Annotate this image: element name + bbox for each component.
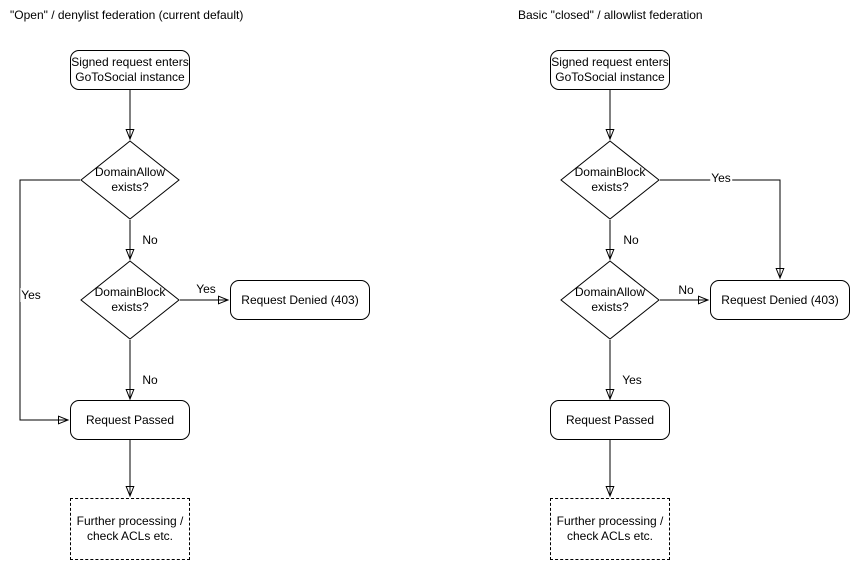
node-left-start: Signed request enters GoToSocial instanc… <box>70 50 190 90</box>
decision-label: DomainBlock exists? <box>94 285 166 314</box>
edge-left-domainallow-yes-to-passed <box>19 179 80 425</box>
node-left-request-denied: Request Denied (403) <box>230 280 370 320</box>
flowchart-title-open-denylist: "Open" / denylist federation (current de… <box>10 8 244 22</box>
node-right-request-denied: Request Denied (403) <box>710 280 850 320</box>
diamond-shape <box>560 260 660 340</box>
decision-label: DomainAllow exists? <box>94 165 166 194</box>
edge-right-domainblock-yes-to-denied <box>660 179 785 280</box>
edge-label-right-domainallow-yes: Yes <box>621 373 643 387</box>
diamond-shape <box>80 140 180 220</box>
node-left-request-passed: Request Passed <box>70 400 190 440</box>
node-right-decision-domainblock: DomainBlock exists? <box>560 140 660 220</box>
edge-label-left-domainallow-yes: Yes <box>20 288 42 302</box>
edge-label-right-domainallow-no: No <box>677 283 695 297</box>
node-left-further-processing: Further processing / check ACLs etc. <box>70 498 190 560</box>
edge-label-left-domainallow-no: No <box>141 233 159 247</box>
node-right-further-processing: Further processing / check ACLs etc. <box>550 498 670 560</box>
diamond-shape <box>560 140 660 220</box>
node-right-start: Signed request enters GoToSocial instanc… <box>550 50 670 90</box>
node-right-decision-domainallow: DomainAllow exists? <box>560 260 660 340</box>
edge-label-left-domainblock-yes: Yes <box>195 282 217 296</box>
decision-label: DomainBlock exists? <box>574 165 646 194</box>
diamond-shape <box>80 260 180 340</box>
node-right-request-passed: Request Passed <box>550 400 670 440</box>
node-left-decision-domainallow: DomainAllow exists? <box>80 140 180 220</box>
decision-label: DomainAllow exists? <box>574 285 646 314</box>
flowchart-title-closed-allowlist: Basic "closed" / allowlist federation <box>518 8 703 22</box>
edge-label-left-domainblock-no: No <box>141 373 159 387</box>
edge-label-right-domainblock-yes: Yes <box>710 171 732 185</box>
node-left-decision-domainblock: DomainBlock exists? <box>80 260 180 340</box>
edge-label-right-domainblock-no: No <box>622 233 640 247</box>
